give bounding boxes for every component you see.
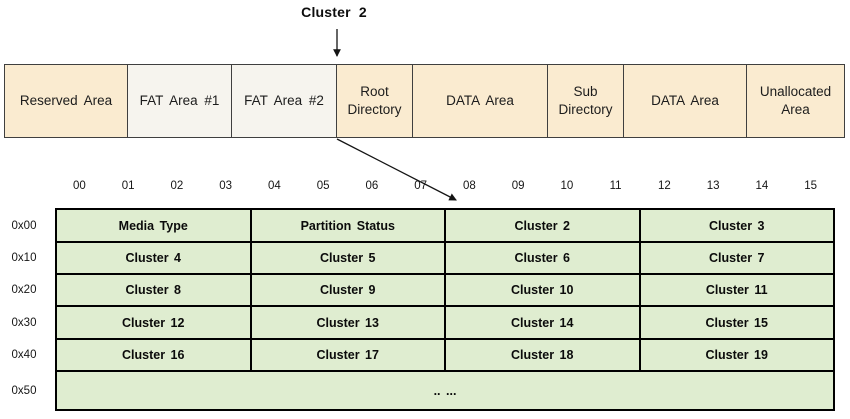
- offset-row-headers: 0x00 0x10 0x20 0x30 0x40 0x50: [2, 208, 48, 411]
- segment-unallocated-area: Unallocated Area: [747, 65, 844, 137]
- segment-fat-area-2: FAT Area #2: [232, 65, 337, 137]
- col-header: 11: [609, 180, 622, 192]
- table-cell: Cluster 19: [640, 340, 833, 370]
- col-header: 01: [121, 180, 135, 192]
- col-header: 08: [462, 180, 476, 192]
- col-header: 06: [365, 180, 379, 192]
- segment-root-directory: Root Directory: [337, 65, 413, 137]
- col-header: 14: [755, 180, 769, 192]
- table-cell: Cluster 14: [446, 307, 639, 338]
- row-header: 0x40: [11, 349, 37, 361]
- table-cell: Partition Status: [251, 210, 444, 241]
- table-cell: Cluster 11: [640, 275, 833, 305]
- col-header: 00: [72, 180, 86, 192]
- col-header: 09: [511, 180, 525, 192]
- table-cell: Cluster 3: [640, 210, 833, 241]
- col-header: 03: [219, 180, 233, 192]
- segment-fat-area-1: FAT Area #1: [128, 65, 232, 137]
- table-cell: Cluster 8: [57, 275, 250, 305]
- col-header: 04: [267, 180, 281, 192]
- table-cell: Cluster 9: [251, 275, 444, 305]
- table-cell: Cluster 5: [251, 243, 444, 273]
- table-cell: Cluster 16: [57, 340, 250, 370]
- table-cell: Cluster 18: [446, 340, 639, 370]
- segment-data-area-1: DATA Area: [413, 65, 548, 137]
- table-cell: Cluster 7: [640, 243, 833, 273]
- table-cell: Cluster 10: [446, 275, 639, 305]
- col-header: 05: [316, 180, 330, 192]
- row-header: 0x30: [11, 316, 37, 329]
- segment-sub-directory: Sub Directory: [548, 65, 624, 137]
- col-header: 13: [706, 180, 720, 192]
- col-header: 02: [170, 180, 184, 192]
- offset-column-headers: 00 01 02 03 04 05 06 07 08 09 10 11 12 1…: [55, 177, 835, 195]
- segment-data-area-2: DATA Area: [624, 65, 747, 137]
- table-cell: Cluster 13: [251, 307, 444, 338]
- disk-layout-bar: Reserved Area FAT Area #1 FAT Area #2 Ro…: [4, 64, 845, 138]
- table-cell: Cluster 17: [251, 340, 444, 370]
- row-header: 0x50: [11, 384, 37, 397]
- row-header: 0x10: [11, 252, 37, 264]
- row-header: 0x00: [11, 219, 37, 232]
- col-header: 15: [804, 180, 818, 192]
- table-cell: Cluster 12: [57, 307, 250, 338]
- table-cell: Cluster 15: [640, 307, 833, 338]
- col-header: 10: [560, 180, 574, 192]
- fat-entry-table: Media Type Partition Status Cluster 2 Cl…: [55, 208, 835, 411]
- row-header: 0x20: [11, 284, 37, 296]
- table-cell: Media Type: [57, 210, 250, 241]
- table-cell: Cluster 2: [446, 210, 639, 241]
- cluster2-annotation: Cluster 2: [301, 4, 367, 20]
- table-cell: Cluster 6: [446, 243, 639, 273]
- col-header: 12: [657, 180, 671, 192]
- col-header: 07: [414, 180, 428, 192]
- ellipsis-cell: .. ...: [57, 372, 833, 409]
- segment-reserved-area: Reserved Area: [5, 65, 128, 137]
- table-cell: Cluster 4: [57, 243, 250, 273]
